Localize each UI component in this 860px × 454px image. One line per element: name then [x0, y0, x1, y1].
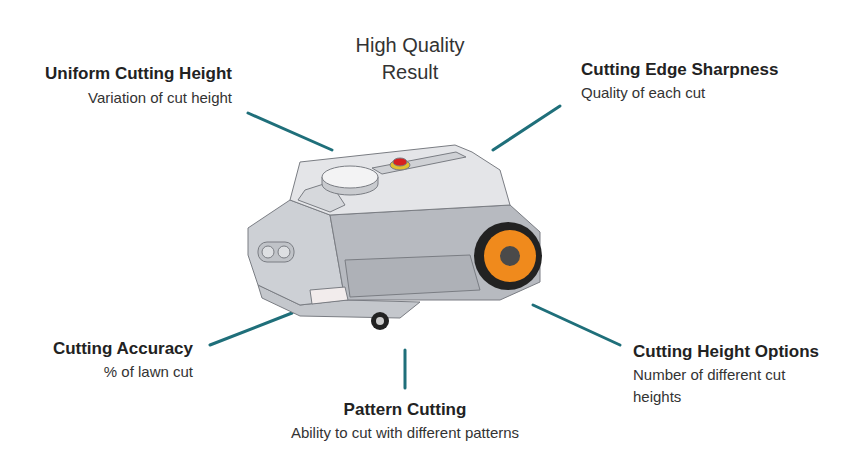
sensor [262, 246, 274, 258]
caster-hub [376, 317, 384, 325]
top-rail [372, 152, 466, 174]
callout-heading: Cutting Edge Sharpness [581, 59, 821, 80]
diagram-title: High Quality Result [330, 32, 490, 86]
callout-description: Variation of cut height [6, 87, 232, 109]
mower-light [310, 287, 348, 304]
antenna-disk [322, 166, 378, 188]
sensor [278, 246, 290, 258]
wheel-hub [500, 246, 520, 266]
callout-description: % of lawn cut [6, 361, 193, 383]
mower-side-panel [345, 255, 480, 297]
caster-tire [371, 312, 389, 330]
callout-heading: Pattern Cutting [205, 399, 605, 420]
leader-line [248, 113, 332, 150]
callout-description: Ability to cut with different patterns [205, 422, 605, 444]
callout-description: Number of different cut heights [633, 364, 833, 408]
front-caster [371, 312, 389, 330]
callout-heading: Uniform Cutting Height [6, 63, 232, 84]
leader-line [493, 106, 560, 150]
callout-description: Quality of each cut [581, 82, 821, 104]
callout-heading: Cutting Accuracy [6, 338, 193, 359]
leader-line [404, 350, 407, 388]
wheel-rim [484, 230, 536, 282]
leader-line [533, 305, 620, 345]
callout-heading: Cutting Height Options [633, 341, 855, 362]
sensor-housing [258, 242, 294, 262]
stop-button [393, 158, 407, 166]
mower-top [290, 145, 510, 215]
leader-lines [210, 106, 620, 388]
wheel-tire [474, 222, 542, 290]
leader-line [210, 313, 292, 345]
rear-wheel [474, 222, 542, 290]
